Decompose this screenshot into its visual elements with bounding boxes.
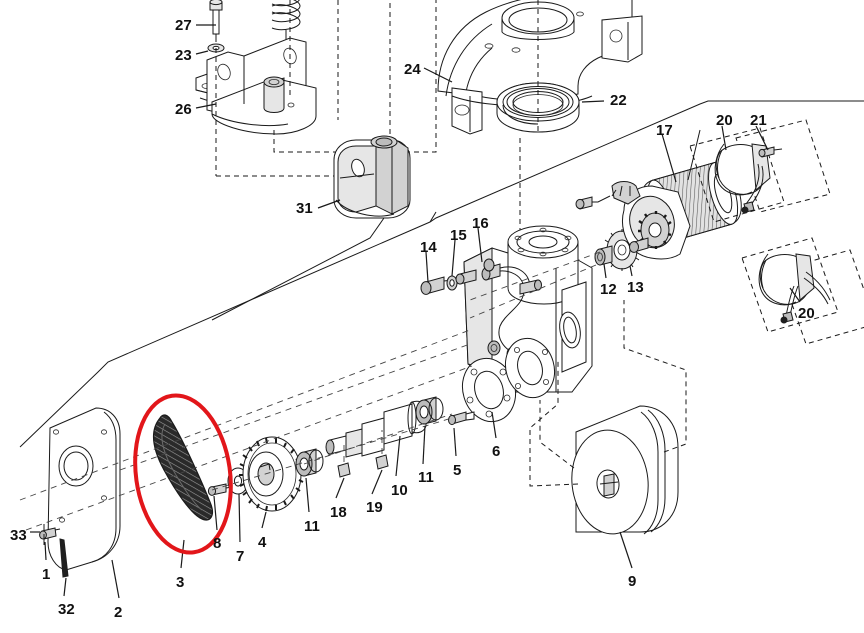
part-5-bolt xyxy=(448,411,475,426)
pivot-plate xyxy=(206,37,317,135)
callout-16: 16 xyxy=(472,215,489,232)
callout-15: 15 xyxy=(450,227,467,244)
part-15-washer xyxy=(446,275,458,291)
part-19-key xyxy=(375,430,389,470)
pin-detail-cap xyxy=(455,273,465,285)
callout-32: 32 xyxy=(58,601,75,618)
callout-27: 27 xyxy=(175,17,192,34)
top-bracket-group xyxy=(195,0,539,290)
callout-24: 24 xyxy=(404,61,421,78)
part-20-brake-cable-lower xyxy=(741,237,864,345)
callout-26: 26 xyxy=(175,101,192,118)
callout-17: 17 xyxy=(656,122,673,139)
callout-23: 23 xyxy=(175,47,192,64)
part-17-electric-motor xyxy=(469,129,742,319)
callout-8: 8 xyxy=(213,535,222,552)
part-3-toothed-belt xyxy=(153,414,213,521)
part-21-screw xyxy=(758,146,783,158)
part-31-caster-wheel xyxy=(211,135,411,321)
callout-4: 4 xyxy=(258,534,267,551)
callout-33: 33 xyxy=(10,527,27,544)
callout-21: 21 xyxy=(750,112,767,129)
part-33-nut xyxy=(39,524,61,540)
callout-31: 31 xyxy=(296,200,313,217)
callout-13: 13 xyxy=(627,279,644,296)
callout-20-lower: 20 xyxy=(798,305,815,322)
callout-9: 9 xyxy=(628,573,637,590)
callout-12: 12 xyxy=(600,281,617,298)
callout-19: 19 xyxy=(366,499,383,516)
callout-1: 1 xyxy=(42,566,51,583)
chassis-outline xyxy=(19,100,864,448)
callout-11-left: 11 xyxy=(304,518,320,535)
part-9-drum xyxy=(529,300,687,535)
part-6-flange xyxy=(461,337,556,423)
callout-11-right: 11 xyxy=(418,469,434,486)
leader-lines xyxy=(30,24,801,599)
highlight-ellipse-part-3 xyxy=(133,393,233,555)
part-10-shaft xyxy=(325,400,427,458)
part-20-brake-cable-upper xyxy=(689,119,831,223)
callout-14: 14 xyxy=(420,239,437,256)
callout-2: 2 xyxy=(114,604,123,621)
callout-5: 5 xyxy=(453,462,462,479)
callout-20-upper: 20 xyxy=(716,112,733,129)
part-11-bearing-left xyxy=(295,448,324,477)
part-8-bolt xyxy=(207,483,233,496)
part-18-key xyxy=(337,442,351,478)
callout-3: 3 xyxy=(176,574,185,591)
part-11-bearing-right xyxy=(415,396,444,425)
part-32-pin xyxy=(59,538,69,578)
callout-7: 7 xyxy=(236,548,245,565)
assembly-axis-lines xyxy=(19,329,473,531)
part-25-spring xyxy=(271,0,301,40)
part-4-toothed-pulley xyxy=(239,436,304,512)
part-27-bolt xyxy=(209,0,223,42)
callout-6: 6 xyxy=(492,443,501,460)
callout-22: 22 xyxy=(610,92,627,109)
callout-10: 10 xyxy=(391,482,408,499)
part-12-spacer xyxy=(594,245,613,266)
callout-18: 18 xyxy=(330,504,347,521)
part-2-belt-cover xyxy=(47,407,121,571)
